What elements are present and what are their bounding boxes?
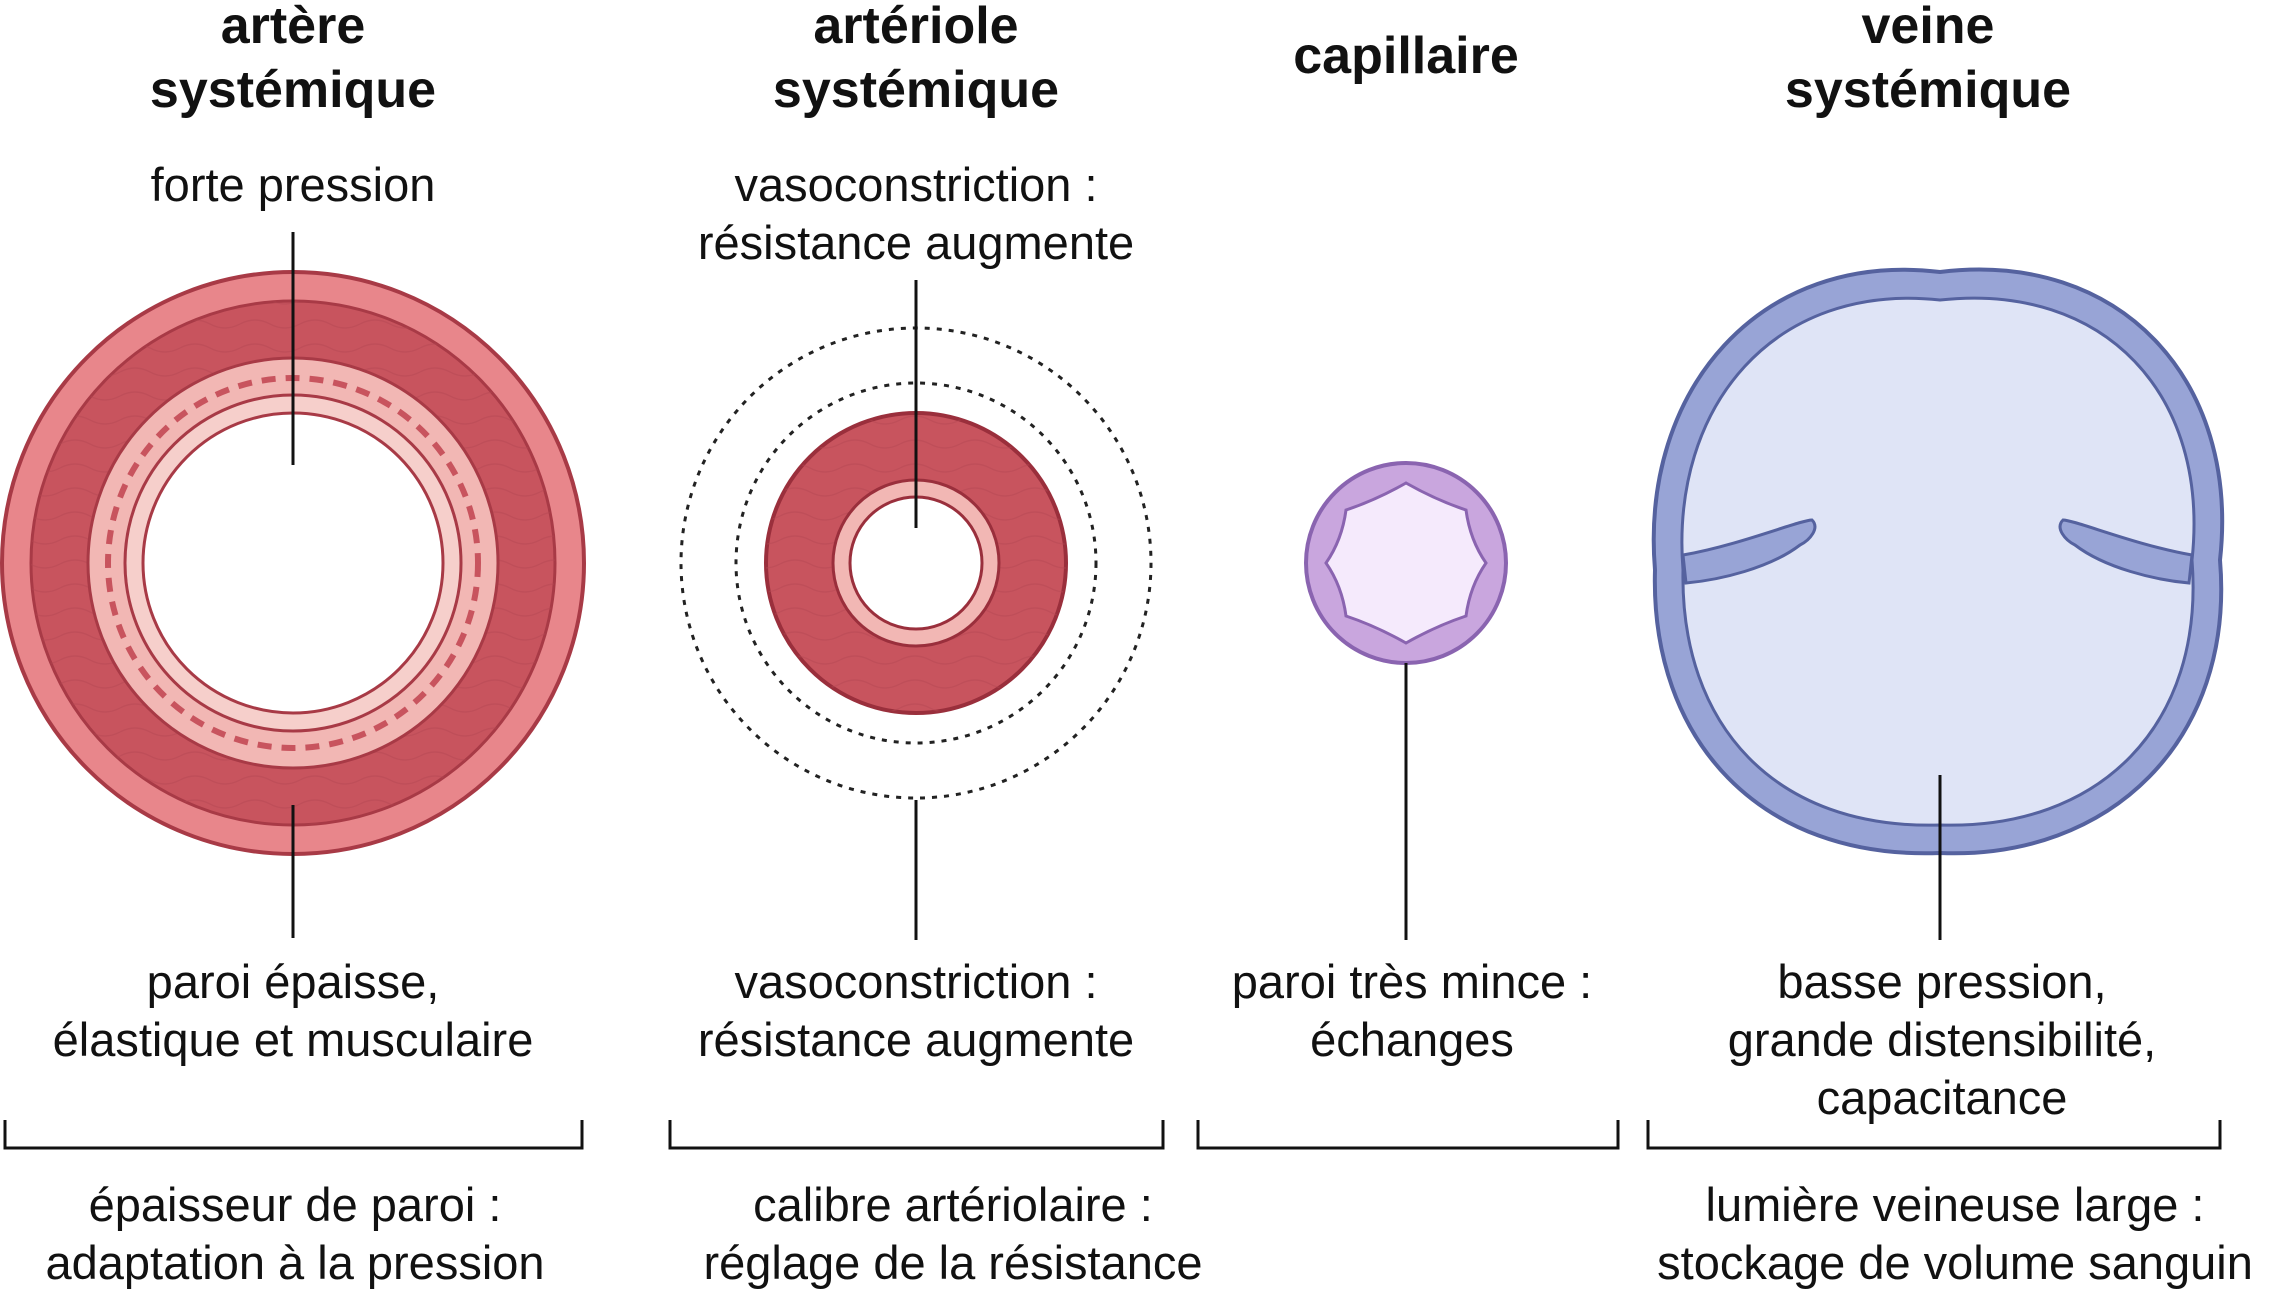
capillary-bracket — [1196, 1120, 1620, 1150]
vein-bottom-label-line-3: capacitance — [1816, 1071, 2068, 1124]
artery-bracket — [3, 1120, 584, 1150]
arteriole-dilated-outline-inner — [734, 381, 1098, 745]
artery-summary-line-2: adaptation à la pression — [45, 1236, 545, 1289]
arteriole-bottom-label-line-2: résistance augmente — [697, 1013, 1135, 1066]
arteriole-top-label: vasoconstriction : résistance augmente — [698, 156, 1134, 272]
artery-top-label: forte pression — [151, 156, 436, 214]
vein-summary-line-1: lumière veineuse large : — [1705, 1178, 2205, 1231]
arteriole-title-line-1: artériole — [813, 0, 1019, 55]
arteriole-title: artériole systémique — [773, 0, 1059, 122]
artery-cross-section — [0, 232, 586, 938]
vein-title: veine systémique — [1785, 0, 2071, 122]
capillary-bottom-label-line-1: paroi très mince : — [1231, 955, 1593, 1008]
vein-summary: lumière veineuse large : stockage de vol… — [1657, 1176, 2253, 1292]
arteriole-summary-line-2: réglage de la résistance — [703, 1236, 1203, 1289]
artery-summary: épaisseur de paroi : adaptation à la pre… — [45, 1176, 544, 1292]
artery-summary-line-1: épaisseur de paroi : — [88, 1178, 502, 1231]
vein-bottom-label-line-1: basse pression, — [1777, 955, 2107, 1008]
vein-title-line-1: veine — [1861, 0, 1995, 55]
artery-title: artère systémique — [150, 0, 436, 122]
vein-bracket — [1646, 1120, 2222, 1150]
artery-bottom-label: paroi épaisse, élastique et musculaire — [53, 953, 534, 1069]
arteriole-top-label-line-1: vasoconstriction : — [734, 158, 1098, 211]
artery-top-label-line-1: forte pression — [150, 158, 436, 211]
capillary-title-line-1: capillaire — [1293, 27, 1519, 85]
artery-bottom-label-line-1: paroi épaisse, — [146, 955, 440, 1008]
capillary-bottom-label: paroi très mince : échanges — [1232, 953, 1592, 1069]
vein-title-line-2: systémique — [1784, 61, 2072, 119]
vein-summary-line-2: stockage de volume sanguin — [1657, 1236, 2253, 1289]
arteriole-bracket — [668, 1120, 1165, 1150]
arteriole-summary: calibre artériolaire : réglage de la rés… — [703, 1176, 1202, 1292]
artery-title-line-2: systémique — [149, 61, 437, 119]
arteriole-summary-line-1: calibre artériolaire : — [753, 1178, 1153, 1231]
arteriole-title-line-2: systémique — [772, 61, 1060, 119]
artery-bottom-label-line-2: élastique et musculaire — [52, 1013, 534, 1066]
arteriole-bottom-label-line-1: vasoconstriction : — [734, 955, 1098, 1008]
arteriole-bottom-label: vasoconstriction : résistance augmente — [698, 953, 1134, 1069]
capillary-cross-section — [1304, 461, 1508, 940]
vein-valve-right — [2058, 518, 2194, 585]
artery-title-line-1: artère — [220, 0, 366, 55]
vein-cross-section — [1651, 267, 2225, 940]
vein-bottom-label: basse pression, grande distensibilité, c… — [1728, 953, 2157, 1127]
capillary-title: capillaire — [1293, 24, 1518, 88]
vein-valve-left — [1681, 518, 1817, 585]
capillary-lumen — [1324, 481, 1488, 645]
capillary-bottom-label-line-2: échanges — [1310, 1013, 1514, 1066]
arteriole-cross-section — [679, 280, 1153, 940]
vein-bottom-label-line-2: grande distensibilité, — [1727, 1013, 2157, 1066]
arteriole-top-label-line-2: résistance augmente — [697, 216, 1135, 269]
